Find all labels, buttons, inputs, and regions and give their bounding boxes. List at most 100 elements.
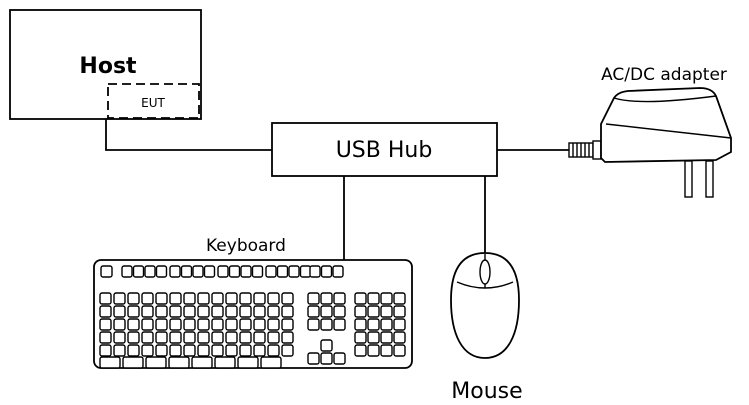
keyboard-key bbox=[169, 265, 181, 278]
keyboard-key bbox=[211, 318, 224, 331]
mouse-icon bbox=[450, 252, 520, 359]
keyboard-key bbox=[307, 352, 320, 365]
keyboard-key bbox=[225, 331, 238, 344]
keyboard-key bbox=[144, 265, 156, 278]
keyboard-key bbox=[367, 344, 380, 357]
keyboard-key bbox=[307, 305, 320, 318]
keyboard-key bbox=[169, 331, 182, 344]
keyboard-key bbox=[141, 344, 154, 357]
keyboard-key bbox=[253, 344, 266, 357]
adapter-label: AC/DC adapter bbox=[601, 65, 727, 85]
keyboard-key bbox=[367, 305, 380, 318]
keyboard-key bbox=[281, 318, 294, 331]
keyboard-key bbox=[183, 305, 196, 318]
keyboard-key bbox=[127, 331, 140, 344]
mouse-label: Mouse bbox=[451, 379, 522, 404]
keyboard-key bbox=[155, 344, 168, 357]
host-label: Host bbox=[79, 54, 137, 79]
keyboard-key bbox=[267, 292, 280, 305]
host-to-hub-cable bbox=[105, 119, 272, 151]
keyboard-key bbox=[320, 292, 333, 305]
keyboard-key bbox=[180, 265, 193, 278]
keyboard-key bbox=[332, 265, 344, 278]
keyboard-key bbox=[183, 318, 196, 331]
keyboard-key bbox=[141, 318, 154, 331]
keyboard-key bbox=[253, 305, 266, 318]
keyboard-key bbox=[211, 331, 224, 344]
keyboard-key bbox=[99, 344, 112, 357]
keyboard-key bbox=[203, 265, 216, 278]
keyboard-key bbox=[155, 318, 168, 331]
keyboard-key bbox=[211, 292, 224, 305]
keyboard-key bbox=[265, 265, 277, 278]
keyboard-key bbox=[309, 265, 321, 278]
keyboard-key bbox=[217, 265, 229, 278]
keyboard-key bbox=[253, 318, 266, 331]
keyboard-key bbox=[228, 265, 241, 278]
keyboard-key bbox=[99, 356, 121, 369]
keyboard-key bbox=[211, 305, 224, 318]
keyboard-key bbox=[197, 292, 210, 305]
keyboard-key bbox=[239, 292, 252, 305]
adapter-body-icon bbox=[600, 87, 732, 163]
keyboard-key bbox=[333, 305, 346, 318]
keyboard-key bbox=[281, 305, 294, 318]
keyboard-key bbox=[127, 305, 140, 318]
keyboard-key bbox=[281, 344, 294, 357]
keyboard-key bbox=[127, 292, 140, 305]
keyboard-key bbox=[197, 331, 210, 344]
keyboard-key bbox=[132, 265, 145, 278]
keyboard-key bbox=[393, 305, 406, 318]
keyboard-key bbox=[354, 318, 367, 331]
usb-hub-box bbox=[271, 122, 498, 177]
keyboard-key bbox=[225, 318, 238, 331]
keyboard-key bbox=[99, 318, 112, 331]
keyboard-key bbox=[239, 331, 252, 344]
keyboard-key bbox=[393, 318, 406, 331]
keyboard-key bbox=[168, 356, 190, 369]
keyboard-key bbox=[99, 292, 112, 305]
keyboard-key bbox=[127, 344, 140, 357]
keyboard-key bbox=[281, 331, 294, 344]
keyboard-key bbox=[354, 305, 367, 318]
keyboard-key bbox=[183, 331, 196, 344]
keyboard-key bbox=[113, 344, 126, 357]
keyboard-key bbox=[393, 344, 406, 357]
mouse-node: Mouse bbox=[450, 252, 523, 404]
keyboard-keys bbox=[99, 265, 406, 369]
keyboard-key bbox=[320, 265, 333, 278]
keyboard-key bbox=[267, 305, 280, 318]
keyboard-key bbox=[127, 318, 140, 331]
eut-label: EUT bbox=[141, 96, 165, 110]
keyboard-key bbox=[320, 318, 333, 331]
keyboard-key bbox=[192, 265, 204, 278]
keyboard-key bbox=[253, 292, 266, 305]
keyboard-key bbox=[367, 331, 380, 344]
keyboard-key bbox=[380, 318, 393, 331]
keyboard-key bbox=[367, 292, 380, 305]
keyboard-key bbox=[307, 292, 320, 305]
keyboard-key bbox=[100, 265, 113, 278]
keyboard-key bbox=[367, 318, 380, 331]
keyboard-key bbox=[380, 305, 393, 318]
keyboard-key bbox=[191, 356, 213, 369]
keyboard-key bbox=[197, 318, 210, 331]
keyboard-key bbox=[155, 305, 168, 318]
keyboard-key bbox=[276, 265, 289, 278]
keyboard-key bbox=[113, 318, 126, 331]
keyboard-key bbox=[239, 344, 252, 357]
keyboard-key bbox=[267, 331, 280, 344]
keyboard-key bbox=[169, 318, 182, 331]
keyboard-key bbox=[169, 344, 182, 357]
keyboard-key bbox=[225, 305, 238, 318]
keyboard-key bbox=[113, 331, 126, 344]
keyboard-key bbox=[169, 292, 182, 305]
keyboard-key bbox=[169, 305, 182, 318]
keyboard-key bbox=[141, 305, 154, 318]
keyboard-key bbox=[380, 292, 393, 305]
keyboard-key bbox=[141, 331, 154, 344]
keyboard-key bbox=[320, 339, 333, 352]
keyboard-key bbox=[155, 292, 168, 305]
keyboard-key bbox=[113, 292, 126, 305]
